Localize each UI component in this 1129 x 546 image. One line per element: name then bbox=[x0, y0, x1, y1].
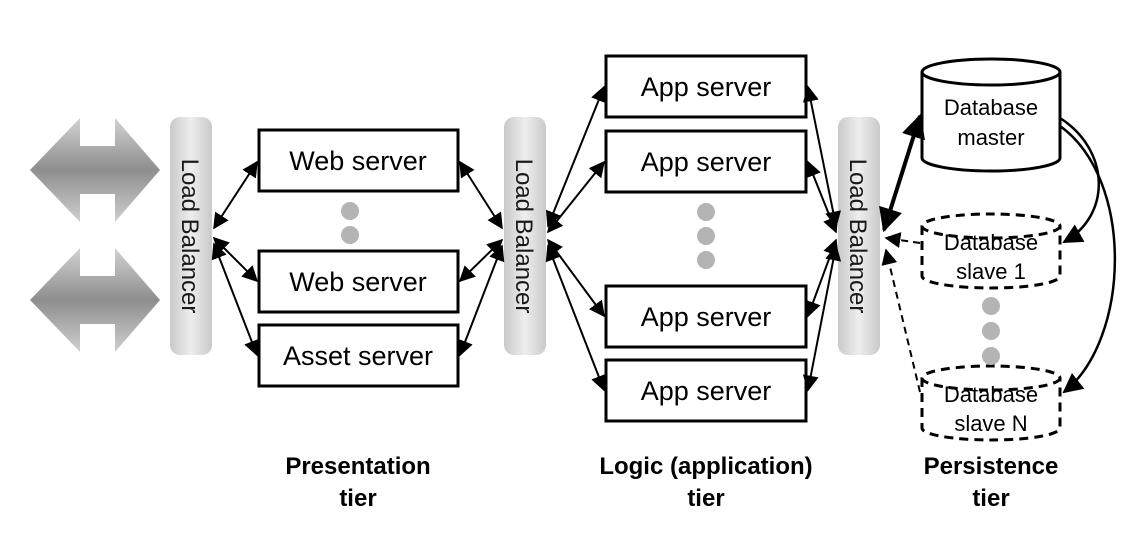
load-balancer-2-label: Load Balancer bbox=[510, 159, 537, 314]
persistence-tier-line1: Persistence bbox=[924, 453, 1059, 480]
load-balancer-3-label: Load Balancer bbox=[844, 159, 871, 314]
app-server-3-box: App server bbox=[604, 284, 808, 349]
database-master-cylinder: Database master bbox=[920, 57, 1062, 173]
app-server-3-label: App server bbox=[641, 302, 772, 332]
presentation-ellipsis bbox=[341, 202, 359, 244]
app-server-1-label: App server bbox=[641, 72, 772, 102]
persistence-tier-caption: Persistence tier bbox=[924, 453, 1059, 512]
load-balancer-3: Load Balancer bbox=[838, 117, 880, 355]
presentation-tier-caption: Presentation tier bbox=[285, 453, 430, 512]
database-slave-1-line1: Database bbox=[944, 230, 1038, 255]
database-slave-n-line1: Database bbox=[944, 382, 1038, 407]
presentation-tier-line2: tier bbox=[339, 485, 376, 512]
connectors-presentation-lb2 bbox=[457, 160, 505, 357]
web-server-1-box: Web server bbox=[257, 128, 460, 193]
client-arrow-top-icon bbox=[30, 118, 160, 222]
logic-tier-line1: Logic (application) bbox=[599, 453, 812, 480]
connectors-lb1-presentation bbox=[211, 160, 260, 357]
persistence-ellipsis bbox=[982, 297, 1000, 365]
app-server-1-box: App server bbox=[604, 54, 808, 119]
database-master-line2: master bbox=[957, 125, 1024, 150]
web-server-1-label: Web server bbox=[289, 146, 427, 176]
connectors-logic-lb3 bbox=[802, 85, 842, 392]
web-server-2-box: Web server bbox=[257, 249, 460, 314]
load-balancer-1: Load Balancer bbox=[170, 117, 212, 355]
app-server-2-label: App server bbox=[641, 147, 772, 177]
logic-tier-line2: tier bbox=[687, 485, 724, 512]
client-arrow-bottom-icon bbox=[30, 248, 160, 352]
app-server-4-label: App server bbox=[641, 376, 772, 406]
database-slave-1-line2: slave 1 bbox=[956, 259, 1026, 284]
connectors-lb3-persistence bbox=[879, 113, 925, 393]
database-slave-n-line2: slave N bbox=[954, 411, 1027, 436]
database-master-line1: Database bbox=[944, 95, 1038, 120]
persistence-tier-line2: tier bbox=[972, 485, 1009, 512]
logic-ellipsis bbox=[697, 203, 715, 269]
database-slave-n-cylinder: Database slave N bbox=[920, 364, 1062, 442]
web-server-2-label: Web server bbox=[289, 267, 427, 297]
replication-arrows bbox=[1059, 116, 1116, 394]
load-balancer-2: Load Balancer bbox=[504, 117, 546, 355]
logic-tier-caption: Logic (application) tier bbox=[599, 453, 812, 512]
database-slave-1-cylinder: Database slave 1 bbox=[920, 212, 1062, 290]
asset-server-box: Asset server bbox=[257, 323, 460, 388]
load-balancer-1-label: Load Balancer bbox=[176, 159, 203, 314]
app-server-4-box: App server bbox=[604, 358, 808, 423]
presentation-tier-line1: Presentation bbox=[285, 453, 430, 480]
app-server-2-box: App server bbox=[604, 129, 808, 194]
connectors-lb2-logic bbox=[545, 85, 607, 392]
asset-server-label: Asset server bbox=[283, 341, 433, 371]
